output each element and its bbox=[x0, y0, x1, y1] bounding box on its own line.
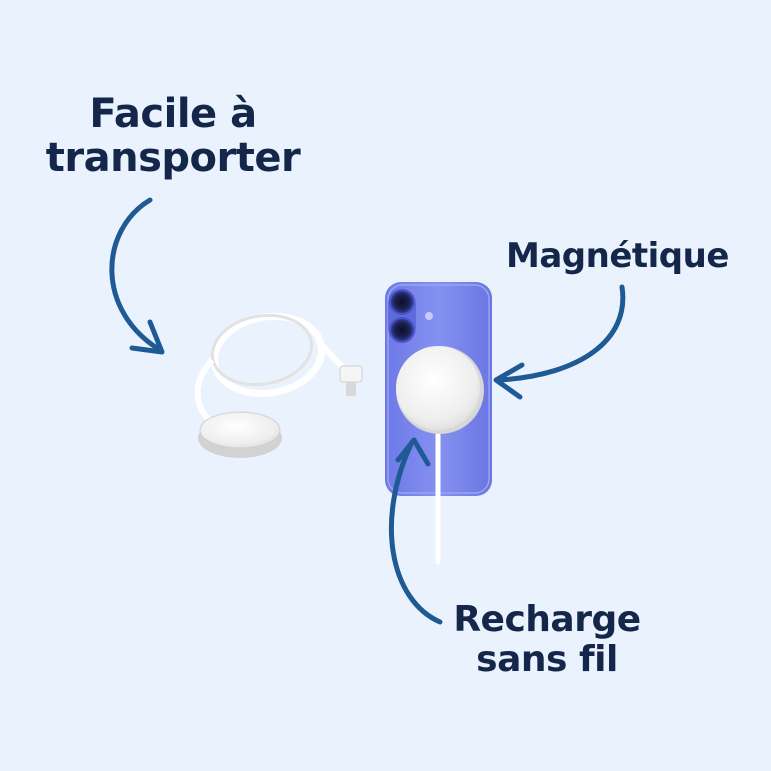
curved-arrow-icon bbox=[109, 197, 163, 353]
curved-arrow-icon bbox=[497, 284, 626, 383]
wireless-label: Recharge sans fil bbox=[452, 600, 642, 679]
usb-c-plug bbox=[339, 365, 363, 383]
cable-to-pad bbox=[194, 358, 217, 428]
coiled-charger-image bbox=[194, 312, 363, 458]
camera-lens-bottom bbox=[389, 317, 415, 343]
wireless-label-line2: sans fil bbox=[476, 638, 618, 680]
arrow-head-icon bbox=[493, 362, 525, 400]
portable-label-line1: Facile à bbox=[89, 91, 257, 137]
camera-lens-top bbox=[389, 289, 415, 315]
curved-arrow-icon bbox=[388, 439, 443, 625]
cable-coil-inner bbox=[210, 313, 314, 387]
wireless-label-line1: Recharge bbox=[453, 599, 641, 640]
magnetic-label: Magnétique bbox=[506, 236, 729, 276]
portable-label-line2: transporter bbox=[45, 135, 301, 181]
arrow-head-icon bbox=[129, 319, 165, 355]
camera-flash bbox=[425, 312, 433, 320]
portable-label: Facile à transporter bbox=[38, 92, 308, 180]
arrow-head-icon bbox=[395, 437, 431, 467]
phone-image bbox=[385, 282, 492, 565]
charger-pad bbox=[199, 411, 281, 449]
magsafe-puck bbox=[396, 346, 480, 430]
usb-c-connector bbox=[346, 382, 356, 396]
